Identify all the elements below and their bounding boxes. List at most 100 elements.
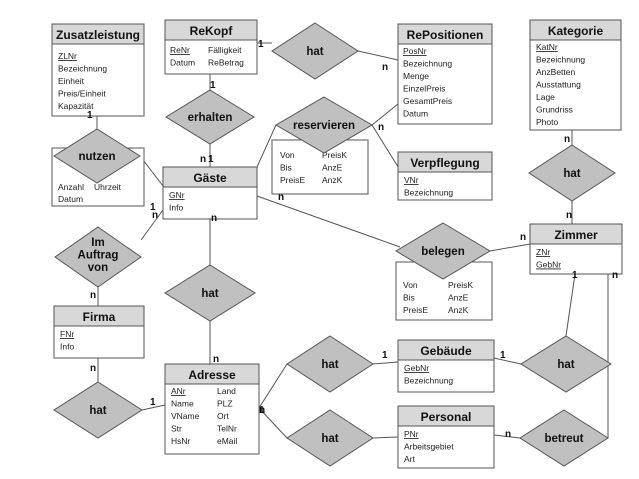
- relationship-betreut: betreut: [519, 409, 609, 467]
- cardinality-label: n: [520, 232, 526, 243]
- entity-attribute: Fälligkeit: [208, 45, 242, 55]
- entity-header: [164, 363, 260, 385]
- entity-header: [529, 223, 623, 245]
- relationship-attribute: PreisE: [280, 175, 305, 185]
- entity-attribute: Bezeichnung: [403, 59, 452, 69]
- entity-header: [397, 151, 493, 173]
- entity-attribute: Photo: [536, 117, 558, 127]
- entity-attribute: GebNr: [404, 363, 429, 373]
- relationship-label: hat: [321, 433, 338, 445]
- entity-attribute: Art: [404, 454, 416, 464]
- entity-kategorie: KategorieKatNrBezeichnungAnzBettenAussta…: [529, 19, 622, 131]
- cardinality-label: n: [378, 122, 384, 133]
- cardinality-label: n: [213, 354, 219, 365]
- cardinality-label: 1: [87, 110, 93, 121]
- connector-line: [357, 50, 399, 61]
- entity-attribute: Name: [171, 399, 194, 409]
- entity-attribute: Info: [169, 203, 183, 213]
- relationship-diamond: [286, 335, 374, 393]
- entity-attribute: Bezeichnung: [404, 188, 453, 198]
- relationship-attribute: Von: [280, 150, 295, 160]
- entity-attribute: ZNr: [536, 247, 550, 257]
- cardinality-label: n: [200, 154, 206, 165]
- entity-attribute: Einheit: [58, 76, 85, 86]
- entity-attribute: Preis/Einheit: [58, 89, 106, 99]
- entity-attribute: EinzelPreis: [403, 84, 446, 94]
- cardinality-label: n: [152, 210, 158, 221]
- relationship-diamond: [164, 264, 256, 322]
- entity-attribute: Menge: [403, 71, 429, 81]
- relationship-attribute: PreisE: [403, 305, 428, 315]
- entity-attribute: Bezeichnung: [58, 64, 107, 74]
- entity-header: [164, 19, 258, 41]
- entity-repositionen: RePositionenPosNrBezeichnungMengeEinzelP…: [397, 23, 493, 125]
- relationship-label: hat: [89, 405, 106, 417]
- relationship-diamond: [286, 409, 374, 467]
- entity-title: Zusatzleistung: [56, 28, 140, 42]
- entity-header: [529, 19, 622, 41]
- entity-attribute: ReBetrag: [208, 58, 244, 68]
- relationship-attribute: PreisK: [322, 150, 347, 160]
- relationship-diamond: [395, 222, 491, 280]
- relationship-attribute: Von: [403, 280, 418, 290]
- relationship-label: reservieren: [293, 120, 355, 132]
- entity-attribute: Grundriss: [536, 105, 573, 115]
- entity-header: [397, 23, 493, 45]
- connector-line: [372, 436, 399, 439]
- connector-line: [565, 273, 576, 337]
- entity-header: [397, 405, 495, 427]
- relationship-label: nutzen: [78, 151, 115, 163]
- entity-title: ReKopf: [190, 24, 234, 38]
- entity-attribute: TelNr: [217, 424, 237, 434]
- relationship-attribute: Bis: [280, 163, 292, 173]
- entity-attribute: ReNr: [170, 45, 190, 55]
- entity-attribute: GNr: [169, 190, 185, 200]
- cardinality-label: n: [382, 62, 388, 73]
- entity-title: Gäste: [193, 171, 227, 185]
- relationship-diamond: [165, 89, 255, 145]
- entity-attribute: Kapazität: [58, 101, 94, 111]
- entity-title: RePositionen: [407, 28, 484, 42]
- entity-header: [162, 166, 258, 188]
- connector-line: [489, 243, 531, 252]
- cardinality-label: 1: [500, 350, 506, 361]
- entities-layer: ZusatzleistungZLNrBezeichnungEinheitPrei…: [51, 19, 623, 469]
- entity-attribute: VName: [171, 411, 200, 421]
- relationship-diamond: [519, 409, 609, 467]
- entity-header: [53, 305, 145, 327]
- entity-attribute: AnzBetten: [536, 67, 575, 77]
- relationship-label: belegen: [421, 246, 464, 258]
- relationship-diamond: [520, 335, 612, 393]
- entity-attribute: Bezeichnung: [536, 55, 585, 65]
- entity-title: Personal: [421, 410, 472, 424]
- relationship-attribute: Datum: [58, 194, 83, 204]
- relationship-attribute: Bis: [403, 293, 415, 303]
- entity-attribute: GebNr: [536, 260, 561, 270]
- connector-line: [493, 357, 522, 365]
- entity-attribute: Arbeitsgebiet: [404, 442, 454, 452]
- entity-attribute: Info: [60, 342, 74, 352]
- connector-line: [372, 361, 399, 365]
- relationship-hat-adresse-gebaeude: hat: [286, 335, 374, 393]
- entity-zusatzleistung: ZusatzleistungZLNrBezeichnungEinheitPrei…: [51, 23, 145, 117]
- cardinality-label: n: [90, 290, 96, 301]
- entity-attribute: KatNr: [536, 42, 558, 52]
- entity-attribute: ANr: [171, 386, 186, 396]
- entity-attribute: Bezeichnung: [404, 376, 453, 386]
- entity-attribute: Ausstattung: [536, 80, 581, 90]
- entity-header: [397, 339, 495, 361]
- entity-attribute: Land: [217, 386, 236, 396]
- connector-line: [493, 434, 521, 439]
- relationship-label: hat: [201, 288, 218, 300]
- entity-attribute: Str: [171, 424, 182, 434]
- relationship-label: hat: [306, 46, 323, 58]
- cardinality-label: 1: [210, 80, 216, 91]
